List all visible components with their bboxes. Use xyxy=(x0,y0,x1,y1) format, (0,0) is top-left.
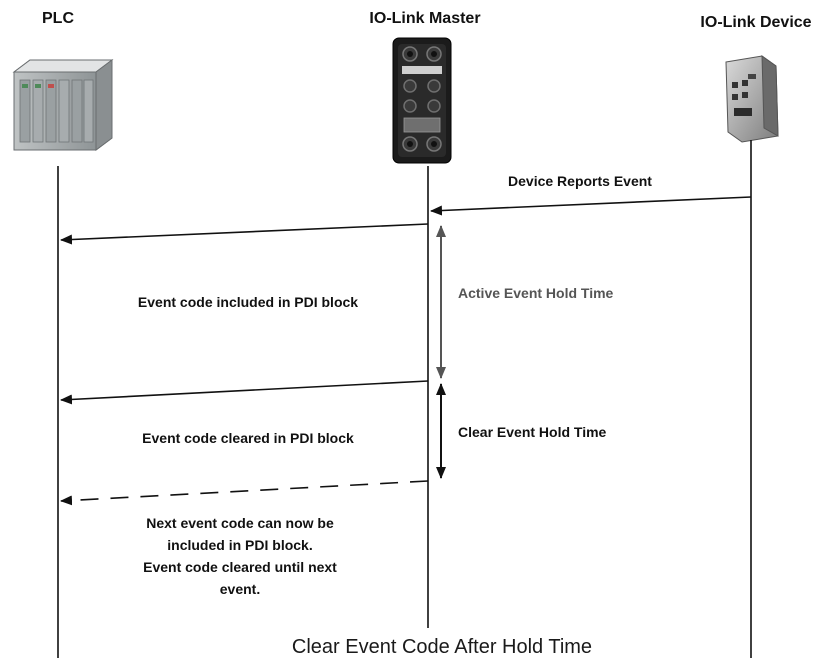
event-code-included-label: Event code included in PDI block xyxy=(138,294,358,310)
plc-rack-icon xyxy=(12,59,114,151)
event-code-cleared-arrow xyxy=(60,380,429,405)
participant-plc-label: PLC xyxy=(42,10,74,27)
event-code-cleared-label: Event code cleared in PDI block xyxy=(142,430,354,446)
next-event-note: Next event code can now be included in P… xyxy=(143,515,337,597)
device-reports-event-label: Device Reports Event xyxy=(508,173,652,189)
next-event-line-2: included in PDI block. xyxy=(167,537,312,553)
io-link-sensor-device-icon xyxy=(725,55,779,143)
device-reports-event-arrow xyxy=(430,196,752,216)
next-event-line-3: Event code cleared until next xyxy=(143,559,337,575)
diagram-caption: Clear Event Code After Hold Time xyxy=(292,636,592,658)
next-event-dashed-arrow xyxy=(60,480,429,506)
active-event-hold-time-label: Active Event Hold Time xyxy=(458,285,614,301)
clear-event-hold-time-label: Clear Event Hold Time xyxy=(458,424,607,440)
event-code-included-arrow xyxy=(60,223,429,245)
next-event-line-4: event. xyxy=(220,581,260,597)
next-event-line-1: Next event code can now be xyxy=(146,515,334,531)
io-link-master-module-icon xyxy=(392,37,452,164)
participant-master-label: IO-Link Master xyxy=(369,10,480,27)
participant-device-label: IO-Link Device xyxy=(700,14,811,31)
